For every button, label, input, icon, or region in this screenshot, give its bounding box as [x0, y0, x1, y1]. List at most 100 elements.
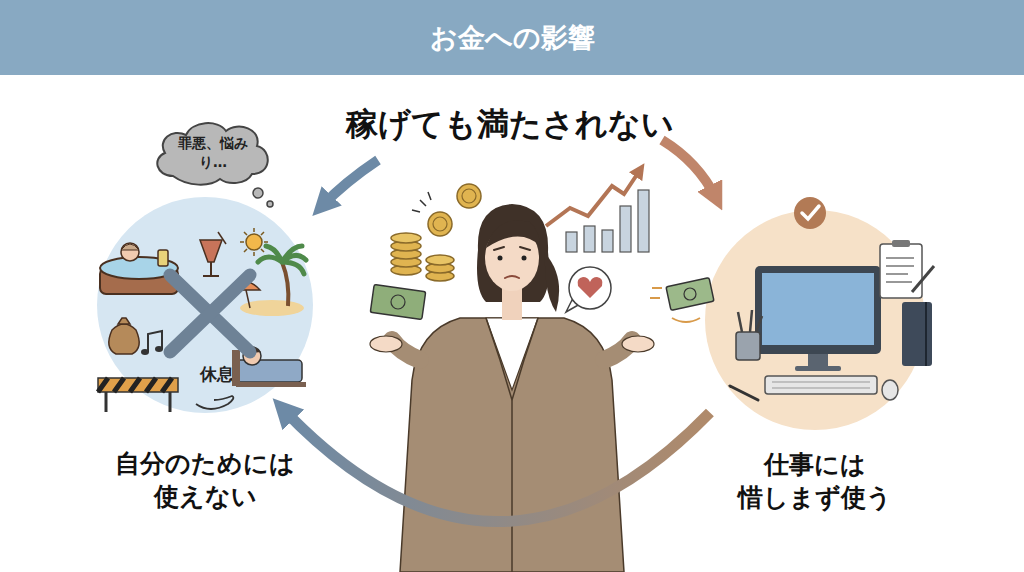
growth-chart-icon [546, 170, 640, 226]
beach-icon [232, 246, 306, 316]
coin-stack-icon [391, 257, 421, 267]
beach-icon [246, 290, 250, 308]
computer-icon [765, 376, 877, 394]
music-note-icon [148, 331, 162, 352]
heart-bubble-icon [569, 267, 611, 309]
coin-icon [412, 192, 431, 212]
coin-icon [428, 212, 452, 236]
sun-icon [246, 234, 262, 250]
coin-icon [412, 184, 481, 236]
icon-caption: 休息 [195, 363, 239, 385]
drink-icon [210, 262, 212, 276]
flow-arrow-left [322, 160, 378, 206]
music-note-icon [141, 331, 163, 355]
thought-dots [253, 188, 273, 207]
growth-chart-icon [602, 230, 613, 252]
growth-chart-icon [546, 170, 649, 252]
woman-figure [498, 256, 503, 261]
circle-caption: 仕事には 惜しまず使う [720, 448, 910, 514]
woman-figure [485, 225, 539, 291]
bed-icon [232, 347, 306, 387]
pen-cup-icon [730, 386, 758, 400]
sun-icon [240, 228, 268, 256]
drink-icon [200, 232, 226, 276]
heart-bubble-icon [566, 267, 611, 312]
flying-bill-icon [666, 278, 714, 311]
bed-icon [236, 360, 302, 382]
drink-icon [203, 275, 219, 277]
money-bag-icon [109, 318, 139, 354]
coin-stack-icon [391, 265, 421, 275]
woman-figure [392, 340, 632, 360]
pen-cup-icon [756, 316, 762, 332]
cloud-shape [157, 123, 267, 185]
woman-figure [494, 247, 530, 250]
woman-figure [486, 318, 538, 400]
clipboard-icon [892, 240, 910, 247]
coin-stack-icon [426, 271, 454, 281]
thought-dots [253, 188, 263, 198]
heart-bubble-icon [578, 277, 603, 298]
computer-icon [808, 354, 828, 368]
barricade-icon [169, 392, 172, 412]
cross-mark [170, 275, 250, 352]
computer-icon [772, 382, 870, 388]
thought-text: 罪悪、悩みり… [148, 134, 278, 172]
hand-icon [196, 396, 233, 409]
woman-figure [370, 336, 402, 352]
woman-figure [502, 286, 522, 320]
main-heading: 稼げても満たされない [0, 104, 1020, 144]
sun-icon [240, 228, 268, 256]
woman-figure [400, 318, 624, 572]
cross-mark [170, 275, 250, 352]
notebook-icon [925, 302, 927, 366]
clipboard-icon [912, 266, 934, 292]
woman-figure [486, 220, 540, 248]
hot-tub-icon [100, 257, 178, 279]
flying-bill-icon [684, 288, 696, 300]
flow-arrow-right [662, 140, 716, 198]
computer-icon [882, 380, 898, 400]
coin-stack-icon [426, 263, 454, 273]
computer-icon [755, 266, 898, 400]
coin-icon [457, 184, 481, 208]
coin-icon [462, 189, 476, 203]
pen-cup-icon [738, 312, 742, 332]
bill-icon [370, 285, 425, 320]
coin-stack-icon [391, 249, 421, 259]
woman-figure [370, 204, 654, 572]
cross-mark [170, 275, 250, 352]
clipboard-icon [886, 258, 914, 282]
hot-tub-icon [158, 250, 168, 266]
hot-tub-icon [121, 243, 139, 261]
heart-bubble-icon [566, 300, 580, 312]
check-icon [794, 197, 826, 229]
diagram-title: お金への影響 [0, 0, 1024, 75]
coin-stack-icon [391, 241, 421, 251]
bed-icon [232, 350, 240, 386]
bed-icon [243, 347, 261, 365]
cycle-arrow [283, 409, 710, 522]
bed-icon [243, 347, 261, 354]
drink-icon [218, 232, 226, 244]
barricade-icon [98, 378, 178, 392]
beach-icon [232, 282, 260, 290]
notebook-icon [902, 302, 932, 366]
music-note-icon [141, 349, 149, 355]
growth-chart-icon [566, 232, 577, 252]
hot-tub-icon [121, 244, 139, 250]
category-circle: 仕事には 惜しまず使う [705, 210, 925, 430]
woman-figure [511, 400, 513, 572]
beach-icon [258, 246, 306, 274]
clipboard-icon [880, 240, 934, 298]
check-icon [794, 197, 826, 229]
beach-icon [282, 262, 288, 306]
woman-figure [505, 276, 519, 278]
pen-cup-icon [730, 310, 762, 400]
pen-cup-icon [750, 310, 752, 332]
woman-figure [486, 318, 538, 390]
cloud-shape [148, 118, 278, 188]
computer-icon [795, 366, 841, 371]
growth-chart-icon [584, 226, 595, 252]
